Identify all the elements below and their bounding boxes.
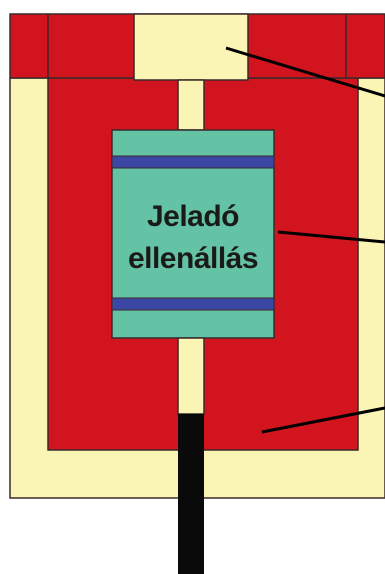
resistor-label-line2: ellenállás <box>128 242 258 275</box>
callout-line-resistor <box>277 230 385 244</box>
callout-line-terminal <box>225 46 385 98</box>
top-terminal-block <box>133 13 249 81</box>
resistor-label-line1: Jeladó <box>147 200 239 233</box>
callout-line-housing <box>261 406 385 434</box>
resistor-band-top <box>111 155 275 169</box>
resistor-band-bottom <box>111 297 275 311</box>
upper-lead <box>177 79 205 131</box>
lower-lead <box>177 337 205 415</box>
black-wire-lead <box>178 414 204 574</box>
